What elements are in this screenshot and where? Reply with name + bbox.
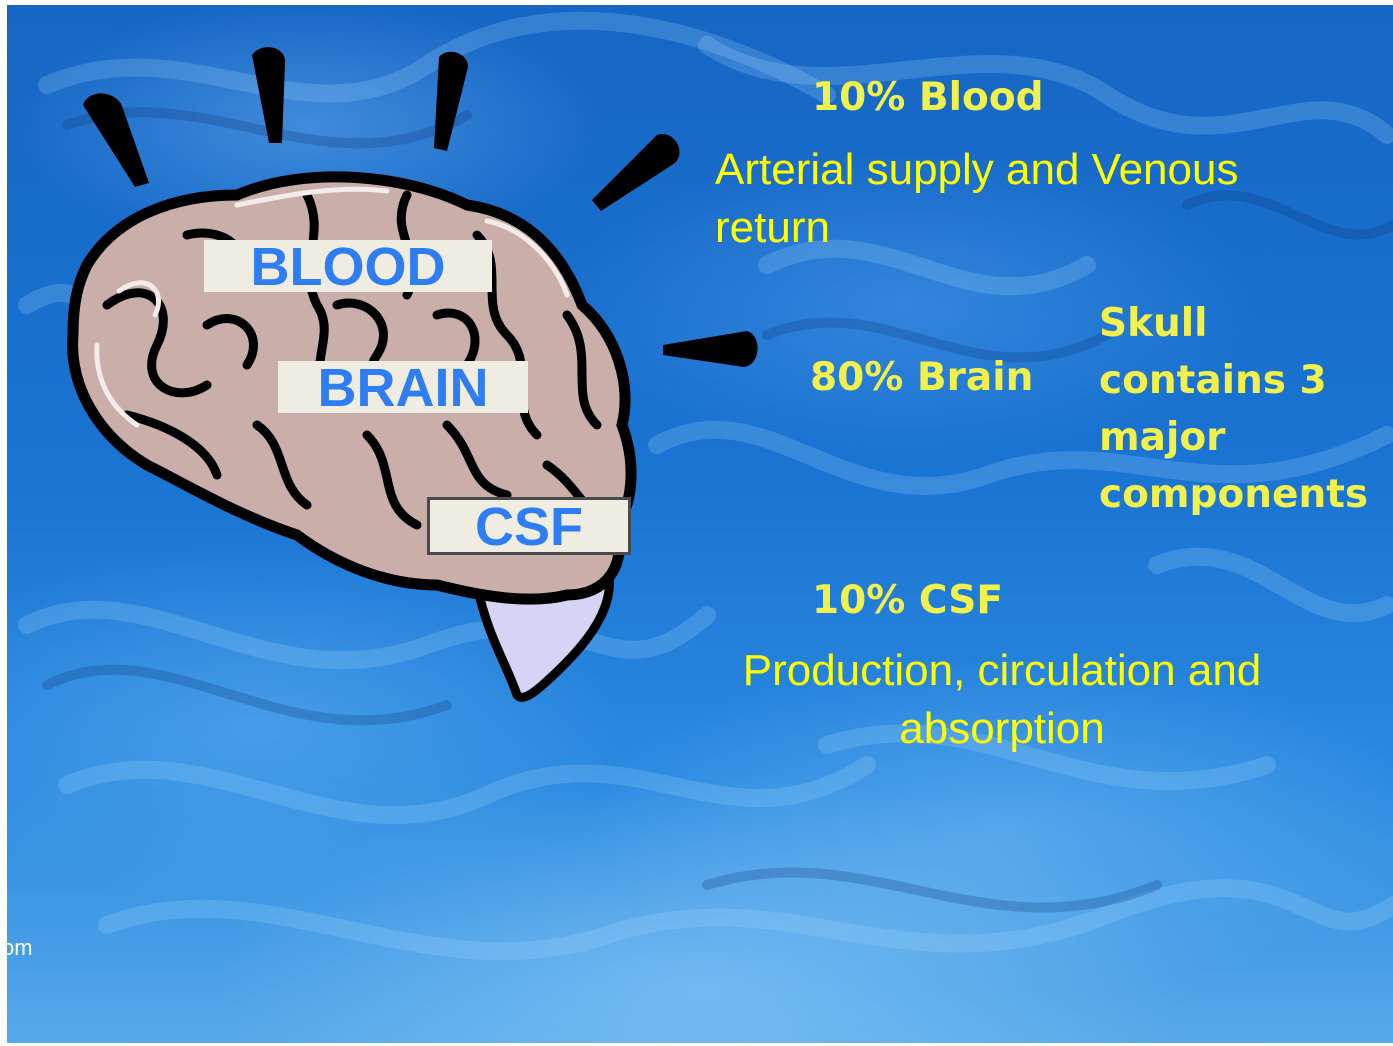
brain-percentage: 80% Brain bbox=[810, 355, 1033, 400]
emphasis-mark bbox=[252, 47, 285, 143]
watermark-fragment: om bbox=[7, 935, 33, 961]
emphasis-mark bbox=[434, 52, 468, 151]
slide-canvas: BLOOD BRAIN CSF 10% Blood Arterial suppl… bbox=[7, 5, 1393, 1043]
blood-description: Arterial supply and Venous return bbox=[715, 141, 1315, 257]
blood-label: BLOOD bbox=[204, 240, 492, 292]
csf-label: CSF bbox=[427, 497, 631, 555]
csf-percentage: 10% CSF bbox=[812, 578, 1003, 623]
emphasis-mark bbox=[592, 134, 680, 211]
skull-note: Skull contains 3 major components bbox=[1099, 295, 1369, 523]
emphasis-mark bbox=[83, 93, 149, 187]
brain-label: BRAIN bbox=[278, 361, 528, 413]
csf-description: Production, circulation and absorption bbox=[712, 642, 1292, 758]
emphasis-mark bbox=[663, 331, 758, 367]
blood-percentage: 10% Blood bbox=[812, 75, 1044, 120]
